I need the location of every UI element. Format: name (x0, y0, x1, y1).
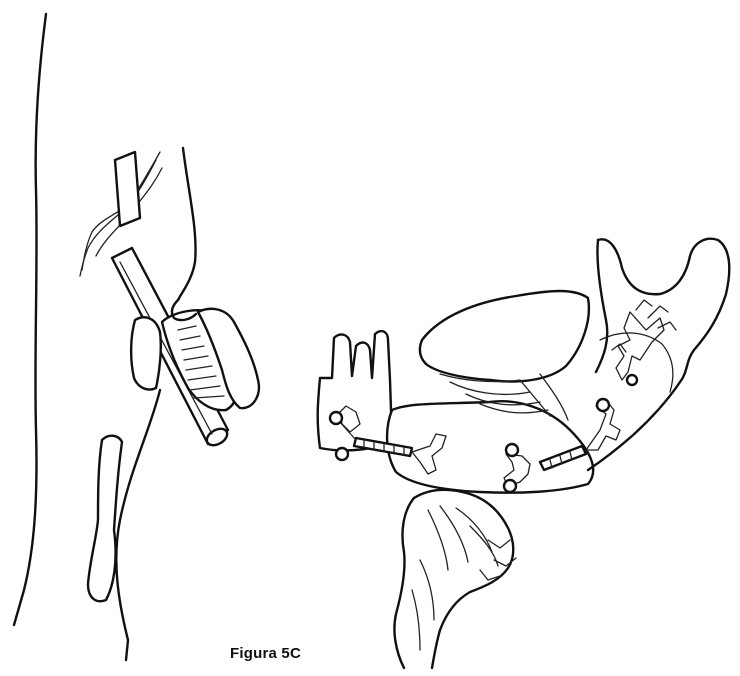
muscle-block (162, 309, 259, 410)
neck-contour-lower-line (116, 390, 160, 660)
side-block (131, 317, 161, 389)
mandible-left-segment (318, 331, 392, 450)
figure-caption: Figura 5C (230, 645, 301, 662)
mandible-ramus (588, 239, 729, 470)
mandible-main-segment (387, 401, 593, 492)
fixation-plate-condyle (612, 300, 676, 385)
lower-soft-tissue (394, 490, 516, 668)
neck-contour-line (178, 148, 196, 300)
skin-contour-line (14, 14, 46, 625)
bone-fragment-upper (115, 152, 140, 226)
